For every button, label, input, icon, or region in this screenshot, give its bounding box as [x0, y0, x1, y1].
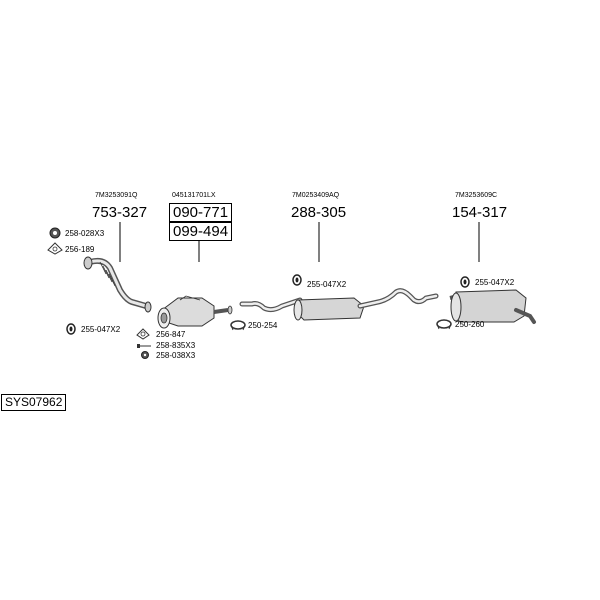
gasket-icon — [136, 328, 150, 340]
clamp-icon — [49, 227, 61, 239]
part-number-catalyst-1[interactable]: 090-771 — [169, 203, 233, 222]
accessory-label[interactable]: 250-260 — [455, 320, 485, 329]
nut-icon — [141, 351, 149, 359]
system-code: SYS07962 — [1, 394, 67, 411]
bolt-icon — [137, 344, 151, 348]
accessory-label[interactable]: 256-847 — [156, 330, 186, 339]
accessory-label[interactable]: 258-835X3 — [156, 341, 196, 350]
accessory-label[interactable]: 255-047X2 — [475, 278, 515, 287]
accessory-label[interactable]: 255-047X2 — [81, 325, 121, 334]
rubber-mount-icon — [292, 274, 302, 286]
accessory-label[interactable]: 255-047X2 — [307, 280, 347, 289]
oem-number-middle-silencer: 7M0253409AQ — [292, 192, 340, 199]
rear-silencer — [449, 289, 536, 324]
part-number-catalyst-2[interactable]: 099-494 — [169, 222, 233, 241]
part-number-middle-silencer[interactable]: 288-305 — [291, 204, 347, 221]
part-number-front-pipe[interactable]: 753-327 — [92, 204, 148, 221]
accessory-label[interactable]: 256-189 — [65, 245, 95, 254]
clamp-ring-icon — [230, 320, 246, 331]
oem-number-catalyst: 045131701LX — [172, 192, 216, 199]
gasket-icon — [47, 242, 63, 255]
middle-silencer — [239, 288, 439, 321]
catalytic-converter — [157, 295, 233, 329]
oem-number-front-pipe: 7M3253091Q — [95, 192, 138, 199]
front-pipe — [83, 256, 152, 313]
accessory-label[interactable]: 258-038X3 — [156, 351, 196, 360]
accessory-label[interactable]: 258-028X3 — [65, 229, 105, 238]
rubber-mount-icon — [66, 323, 76, 335]
accessory-label[interactable]: 250-254 — [248, 321, 278, 330]
oem-number-rear-silencer: 7M3253609C — [455, 192, 498, 199]
clamp-ring-icon — [436, 319, 452, 330]
part-number-rear-silencer[interactable]: 154-317 — [452, 204, 508, 221]
rubber-mount-icon — [460, 276, 470, 288]
